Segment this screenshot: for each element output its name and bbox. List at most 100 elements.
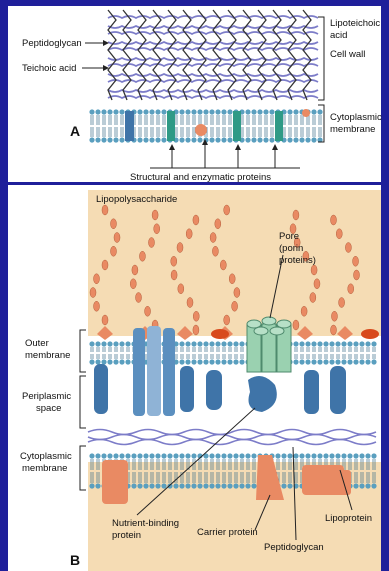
lipid-head: [149, 483, 154, 488]
lipid-head: [317, 359, 322, 364]
lps-sugar-unit: [229, 274, 235, 284]
lipid-head: [191, 483, 196, 488]
lipid-head: [155, 137, 160, 142]
lipid-head: [143, 137, 148, 142]
lipid-head: [149, 453, 154, 458]
lipid-head: [353, 453, 358, 458]
lipid-head: [161, 453, 166, 458]
label-lipoteichoic-line1: Lipoteichoic: [330, 18, 380, 29]
lipid-head: [251, 137, 256, 142]
lipid-head: [239, 453, 244, 458]
lipid-head: [299, 453, 304, 458]
lipid-head: [305, 341, 310, 346]
lipid-head: [95, 483, 100, 488]
lipid-head: [227, 109, 232, 114]
lipid-head: [317, 109, 322, 114]
lps-sugar-unit: [102, 315, 108, 325]
lipid-head: [293, 109, 298, 114]
lipid-head: [317, 341, 322, 346]
label-lipoprotein: Lipoprotein: [325, 513, 372, 524]
label-pore-line2: (porin: [279, 243, 303, 254]
lipid-head: [95, 137, 100, 142]
lipid-head: [89, 137, 94, 142]
lipid-head: [287, 453, 292, 458]
lipid-head: [245, 109, 250, 114]
lipid-head: [365, 483, 370, 488]
lps-sugar-unit: [314, 279, 320, 289]
lipid-head: [209, 483, 214, 488]
lps-sugar-unit: [187, 298, 193, 308]
lipid-head: [143, 453, 148, 458]
lipid-head: [215, 453, 220, 458]
lipid-head: [197, 359, 202, 364]
label-outer-membrane-line2: membrane: [25, 350, 70, 361]
lipid-head: [209, 341, 214, 346]
lipid-head: [173, 453, 178, 458]
lps-sugar-unit: [224, 205, 230, 215]
panel-a-letter: A: [70, 123, 80, 139]
lipid-head: [179, 341, 184, 346]
lipid-head: [125, 341, 130, 346]
membrane-protein-orange: [302, 109, 310, 117]
lipid-head: [323, 453, 328, 458]
membrane-protein-green: [233, 111, 241, 141]
lipid-head: [197, 137, 202, 142]
lipid-head: [353, 359, 358, 364]
lipid-head: [191, 453, 196, 458]
lipid-head: [257, 137, 262, 142]
lipid-head: [107, 453, 112, 458]
lps-sugar-unit: [178, 284, 184, 294]
outer-membrane-protein-blue: [147, 326, 161, 416]
lipid-head: [359, 483, 364, 488]
lipid-head: [365, 359, 370, 364]
lipid-head: [311, 109, 316, 114]
lipid-head: [245, 483, 250, 488]
lps-sugar-unit: [293, 320, 299, 330]
label-pore-line3: proteins): [279, 255, 316, 266]
lipid-head: [293, 341, 298, 346]
lps-sugar-unit: [293, 210, 299, 220]
lipid-head: [263, 137, 268, 142]
lipid-head: [239, 341, 244, 346]
lps-sugar-unit: [215, 219, 221, 229]
lps-sugar-unit: [154, 224, 160, 234]
lipid-head: [311, 359, 316, 364]
lipid-head: [365, 453, 370, 458]
lipid-head: [89, 359, 94, 364]
lps-sugar-unit: [310, 293, 316, 303]
lipid-head: [191, 109, 196, 114]
lipid-head: [221, 341, 226, 346]
lipid-head: [305, 453, 310, 458]
lipid-head: [95, 341, 100, 346]
lps-sugar-unit: [171, 256, 177, 266]
lipid-head: [155, 453, 160, 458]
panel-b-letter: B: [70, 552, 80, 568]
lps-sugar-unit: [330, 325, 336, 335]
outer-membrane-protein-blue: [133, 328, 145, 416]
lipid-head: [137, 453, 142, 458]
lipid-head: [203, 341, 208, 346]
lipid-head: [203, 483, 208, 488]
lipid-head: [311, 453, 316, 458]
label-structural-proteins: Structural and enzymatic proteins: [130, 172, 271, 183]
lipid-head: [299, 341, 304, 346]
label-cell-wall: Cell wall: [330, 49, 365, 60]
lipid-head: [209, 359, 214, 364]
lipid-head: [89, 109, 94, 114]
lipid-head: [359, 341, 364, 346]
lps-sugar-unit: [232, 301, 238, 311]
lipid-head: [167, 453, 172, 458]
lipid-head: [335, 341, 340, 346]
lipid-head: [233, 483, 238, 488]
lps-sugar-unit: [345, 243, 351, 253]
lipid-head: [359, 359, 364, 364]
label-peptidoglycan-b: Peptidoglycan: [264, 542, 324, 553]
lipid-head: [353, 483, 358, 488]
lipid-head: [101, 109, 106, 114]
lipid-head: [227, 359, 232, 364]
lipid-head: [179, 453, 184, 458]
label-lipoteichoic-line2: acid: [330, 30, 347, 41]
lipid-head: [119, 453, 124, 458]
lipid-head: [203, 359, 208, 364]
